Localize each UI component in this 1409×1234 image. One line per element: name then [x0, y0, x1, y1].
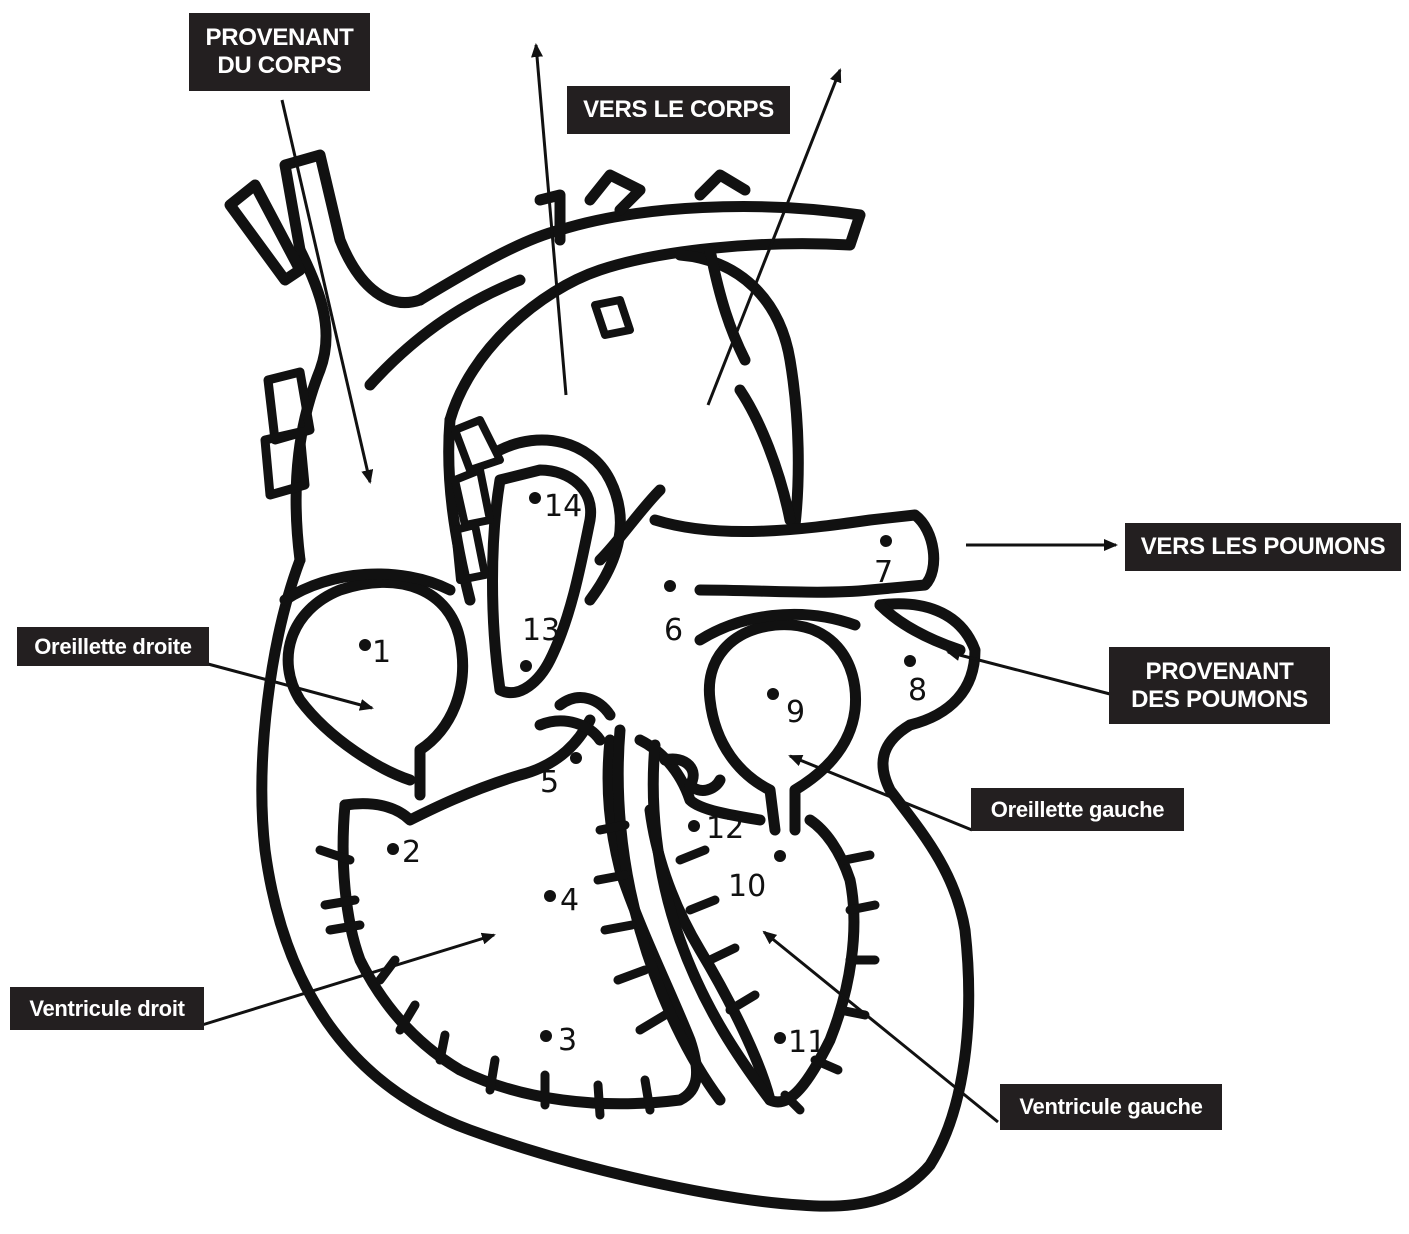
label-from-body-line1: PROVENANT	[206, 24, 354, 52]
point-3: 3	[558, 1023, 577, 1058]
label-to-body-text: VERS LE CORPS	[583, 96, 774, 124]
label-from-body: PROVENANT DU CORPS	[189, 13, 370, 91]
label-from-lungs: PROVENANT DES POUMONS	[1109, 647, 1330, 724]
label-left-atrium-text: Oreillette gauche	[991, 796, 1164, 824]
point-2: 2	[402, 835, 421, 870]
point-4: 4	[560, 883, 579, 918]
point-6: 6	[664, 613, 683, 648]
point-12: 12	[706, 811, 744, 846]
point-9: 9	[786, 695, 805, 730]
label-right-atrium: Oreillette droite	[17, 627, 209, 666]
point-5: 5	[540, 765, 559, 800]
point-8: 8	[908, 673, 927, 708]
point-13: 13	[522, 613, 560, 648]
point-10: 10	[728, 869, 766, 904]
left-atrium	[709, 625, 855, 830]
right-atrium	[288, 582, 462, 795]
label-left-atrium: Oreillette gauche	[971, 788, 1184, 831]
label-to-lungs-text: VERS LES POUMONS	[1141, 533, 1386, 561]
arrow-right-ventricle	[202, 935, 494, 1025]
point-1: 1	[372, 635, 391, 670]
label-left-ventricle-text: Ventricule gauche	[1019, 1093, 1202, 1121]
label-from-body-line2: DU CORPS	[206, 52, 354, 80]
label-to-lungs: VERS LES POUMONS	[1125, 523, 1401, 571]
point-7: 7	[874, 555, 893, 590]
label-from-lungs-line1: PROVENANT	[1131, 658, 1308, 686]
label-right-atrium-text: Oreillette droite	[34, 633, 192, 661]
heart-outline	[262, 560, 975, 1206]
point-11: 11	[788, 1025, 826, 1060]
label-right-ventricle-text: Ventricule droit	[29, 995, 184, 1023]
point-14: 14	[544, 489, 582, 524]
vena-cava-wall	[296, 250, 326, 560]
label-to-body: VERS LE CORPS	[567, 86, 790, 134]
label-left-ventricle: Ventricule gauche	[1000, 1084, 1222, 1130]
label-right-ventricle: Ventricule droit	[10, 987, 204, 1030]
label-from-lungs-line2: DES POUMONS	[1131, 686, 1308, 714]
